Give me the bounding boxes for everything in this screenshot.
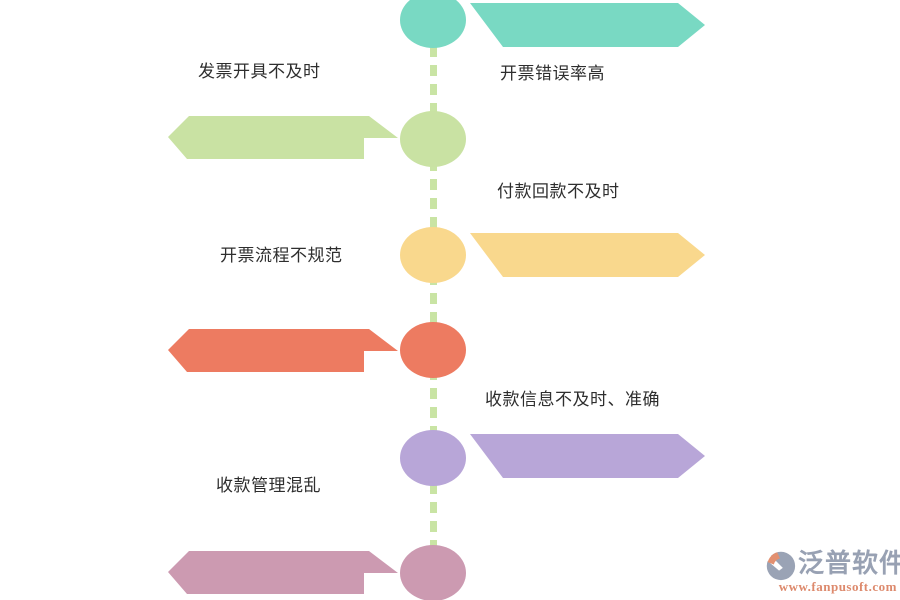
timeline-node-circle	[400, 545, 466, 600]
issue-label: 开票流程不规范	[220, 246, 343, 265]
timeline-node-circle	[400, 111, 466, 167]
ribbon-arrow-shape	[470, 3, 705, 47]
timeline-node-circle	[400, 227, 466, 283]
ribbon-arrow-shape	[470, 434, 705, 478]
issue-label: 收款管理混乱	[216, 476, 321, 495]
logo-crescent	[767, 552, 780, 565]
timeline-node-circle	[400, 322, 466, 378]
watermark: 泛普软件 www.fanpusoft.com	[762, 548, 900, 594]
issue-label: 开票错误率高	[500, 64, 605, 83]
ribbon-arrow-left	[168, 551, 398, 594]
ribbon-arrow-shape	[168, 551, 398, 594]
ribbon-arrow-shape	[168, 329, 398, 372]
watermark-brand-text: 泛普软件	[798, 548, 900, 578]
timeline-node-circle	[400, 430, 466, 486]
ribbon-arrow-right	[470, 233, 705, 277]
issue-label: 付款回款不及时	[497, 182, 620, 201]
watermark-url: www.fanpusoft.com	[778, 579, 897, 594]
ribbon-arrow-right	[470, 3, 705, 47]
issue-label: 发票开具不及时	[198, 62, 321, 81]
ribbon-arrow-shape	[168, 116, 398, 159]
ribbon-arrow-left	[168, 329, 398, 372]
timeline-dashed-line	[430, 8, 437, 600]
ribbon-arrow-right	[470, 434, 705, 478]
ribbon-arrow-shape	[470, 233, 705, 277]
ribbon-arrow-left	[168, 116, 398, 159]
timeline-node-circle	[400, 0, 466, 48]
fanpu-logo-icon	[765, 551, 796, 581]
issue-label: 收款信息不及时、准确	[485, 390, 660, 409]
